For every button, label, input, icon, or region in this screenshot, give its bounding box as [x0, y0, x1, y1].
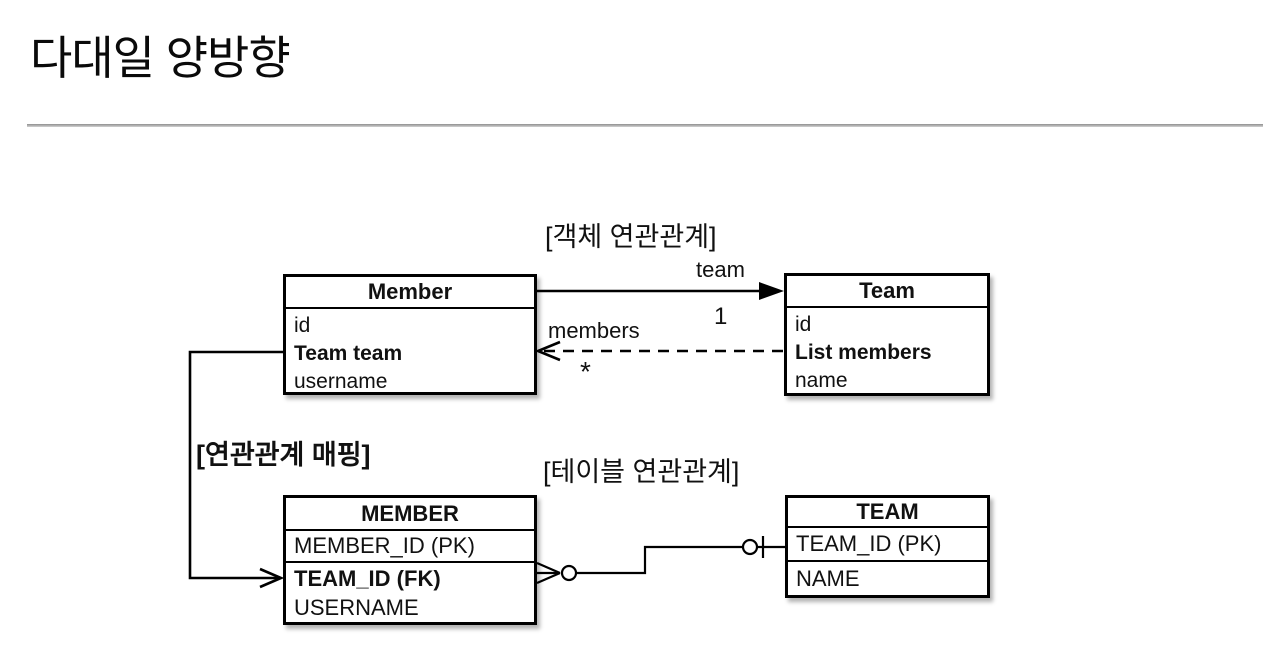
- object-diagram-label: [객체 연관관계]: [545, 222, 717, 252]
- erd-relationship-line: [536, 536, 785, 585]
- mapping-label: [연관관계 매핑]: [196, 440, 371, 470]
- table-diagram-label: [테이블 연관관계]: [543, 457, 740, 487]
- members-cardinality-label: *: [580, 356, 591, 387]
- team-field-name: name: [795, 369, 848, 392]
- team-arrow-label: team: [696, 257, 745, 282]
- mapping-connector-arrow: [188, 350, 285, 589]
- team-table-box: TEAM TEAM_ID (PK) NAME: [785, 495, 990, 598]
- team-field-id: id: [795, 313, 812, 336]
- member-table-pk: MEMBER_ID (PK): [286, 531, 534, 563]
- team-to-member-dashed-arrow: [534, 340, 783, 362]
- member-field-id: id: [294, 314, 311, 337]
- page-title: 다대일 양방향: [30, 32, 291, 84]
- title-divider-line: [27, 124, 1263, 127]
- member-table-fk: TEAM_ID (FK): [294, 566, 441, 591]
- team-table-name: NAME: [796, 565, 860, 591]
- member-table-box: MEMBER MEMBER_ID (PK) TEAM_ID (FK) USERN…: [283, 495, 537, 625]
- member-class-title: Member: [286, 277, 534, 309]
- member-table-username: USERNAME: [294, 595, 419, 620]
- team-table-pk: TEAM_ID (PK): [788, 528, 987, 562]
- team-field-members: List members: [795, 341, 932, 364]
- team-class-title: Team: [787, 276, 987, 308]
- team-table-title: TEAM: [788, 498, 987, 528]
- member-field-team: Team team: [294, 342, 403, 365]
- member-to-team-arrow: [537, 282, 784, 300]
- member-table-title: MEMBER: [286, 498, 534, 531]
- members-arrow-label: members: [548, 318, 640, 343]
- team-class-box: Team id List members name: [784, 273, 990, 396]
- team-cardinality-label: 1: [714, 303, 728, 330]
- member-field-username: username: [294, 370, 388, 393]
- member-class-box: Member id Team team username: [283, 274, 537, 395]
